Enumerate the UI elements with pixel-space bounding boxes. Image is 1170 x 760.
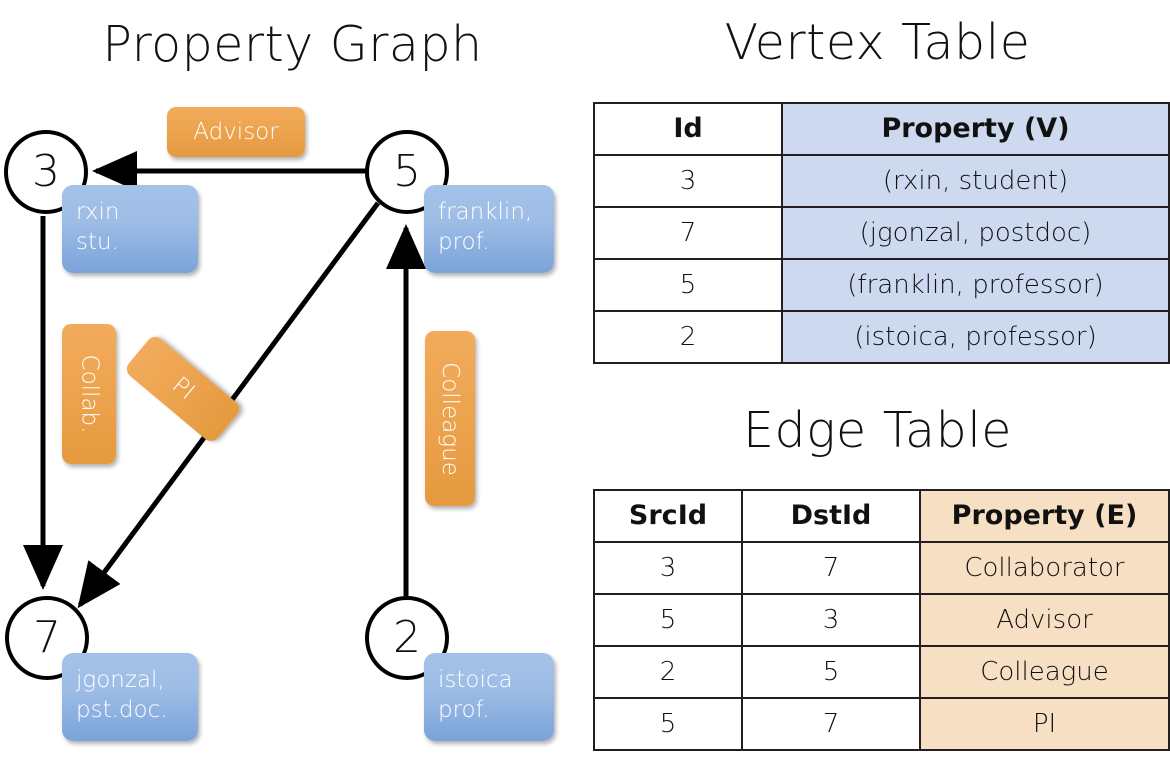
edge-src-cell: 5 bbox=[593, 593, 743, 647]
edge-src-cell: 5 bbox=[593, 697, 743, 751]
table-row: 5 (franklin, professor) bbox=[593, 258, 1170, 312]
property-graph-diagram: 3 5 7 2 rxin stu. franklin, prof. jgonza… bbox=[4, 107, 554, 741]
edge-dst-cell: 5 bbox=[741, 645, 921, 699]
node-property-box-5: franklin, prof. bbox=[424, 185, 554, 273]
edge-property-cell: Colleague bbox=[919, 645, 1170, 699]
table-row: 7 (jgonzal, postdoc) bbox=[593, 206, 1170, 260]
vertex-property-cell: (franklin, professor) bbox=[781, 258, 1170, 312]
table-row: 2 5 Colleague bbox=[593, 645, 1170, 699]
edge-label-advisor: Advisor bbox=[167, 107, 305, 157]
edge-property-cell: PI bbox=[919, 697, 1170, 751]
edge-dst-cell: 7 bbox=[741, 541, 921, 595]
vertex-property-cell: (rxin, student) bbox=[781, 154, 1170, 208]
edge-table-header-row: SrcId DstId Property (E) bbox=[593, 489, 1170, 543]
edge-label-colleague: Colleague bbox=[425, 331, 475, 506]
vertex-id-cell: 5 bbox=[593, 258, 783, 312]
table-row: 3 (rxin, student) bbox=[593, 154, 1170, 208]
vertex-property-cell: (jgonzal, postdoc) bbox=[781, 206, 1170, 260]
edge-table-header-srcid: SrcId bbox=[593, 489, 743, 543]
edge-label-advisor-text: Advisor bbox=[193, 119, 279, 145]
edge-property-cell: Advisor bbox=[919, 593, 1170, 647]
edge-dst-cell: 7 bbox=[741, 697, 921, 751]
node-property-box-3: rxin stu. bbox=[62, 185, 198, 273]
vertex-table: Id Property (V) 3 (rxin, student) 7 (jgo… bbox=[593, 102, 1170, 364]
graph-node-2[interactable]: 2 bbox=[365, 596, 449, 680]
table-row: 3 7 Collaborator bbox=[593, 541, 1170, 595]
page-title-edge-table: Edge Table bbox=[743, 402, 1012, 459]
edge-label-pi-text: PI bbox=[166, 372, 200, 406]
edge-label-colleague-text: Colleague bbox=[437, 361, 463, 476]
edge-table: SrcId DstId Property (E) 3 7 Collaborato… bbox=[593, 489, 1170, 751]
vertex-table-header-row: Id Property (V) bbox=[593, 102, 1170, 156]
edge-src-cell: 3 bbox=[593, 541, 743, 595]
table-row: 2 (istoica, professor) bbox=[593, 310, 1170, 364]
table-row: 5 7 PI bbox=[593, 697, 1170, 751]
vertex-id-cell: 3 bbox=[593, 154, 783, 208]
node-property-box-7: jgonzal, pst.doc. bbox=[62, 653, 198, 741]
edge-table-header-dstid: DstId bbox=[741, 489, 921, 543]
edge-label-collab: Collab. bbox=[62, 324, 116, 464]
edge-src-cell: 2 bbox=[593, 645, 743, 699]
edge-dst-cell: 3 bbox=[741, 593, 921, 647]
vertex-id-cell: 7 bbox=[593, 206, 783, 260]
vertex-property-cell: (istoica, professor) bbox=[781, 310, 1170, 364]
edge-label-collab-text: Collab. bbox=[76, 354, 103, 434]
page-title-property-graph: Property Graph bbox=[102, 16, 483, 73]
table-row: 5 3 Advisor bbox=[593, 593, 1170, 647]
node-property-box-2: istoica prof. bbox=[424, 653, 554, 741]
page-title-vertex-table: Vertex Table bbox=[724, 14, 1031, 71]
vertex-table-header-id: Id bbox=[593, 102, 783, 156]
vertex-table-header-property: Property (V) bbox=[781, 102, 1170, 156]
edge-property-cell: Collaborator bbox=[919, 541, 1170, 595]
vertex-id-cell: 2 bbox=[593, 310, 783, 364]
edge-table-header-property: Property (E) bbox=[919, 489, 1170, 543]
graph-node-5[interactable]: 5 bbox=[365, 130, 449, 214]
